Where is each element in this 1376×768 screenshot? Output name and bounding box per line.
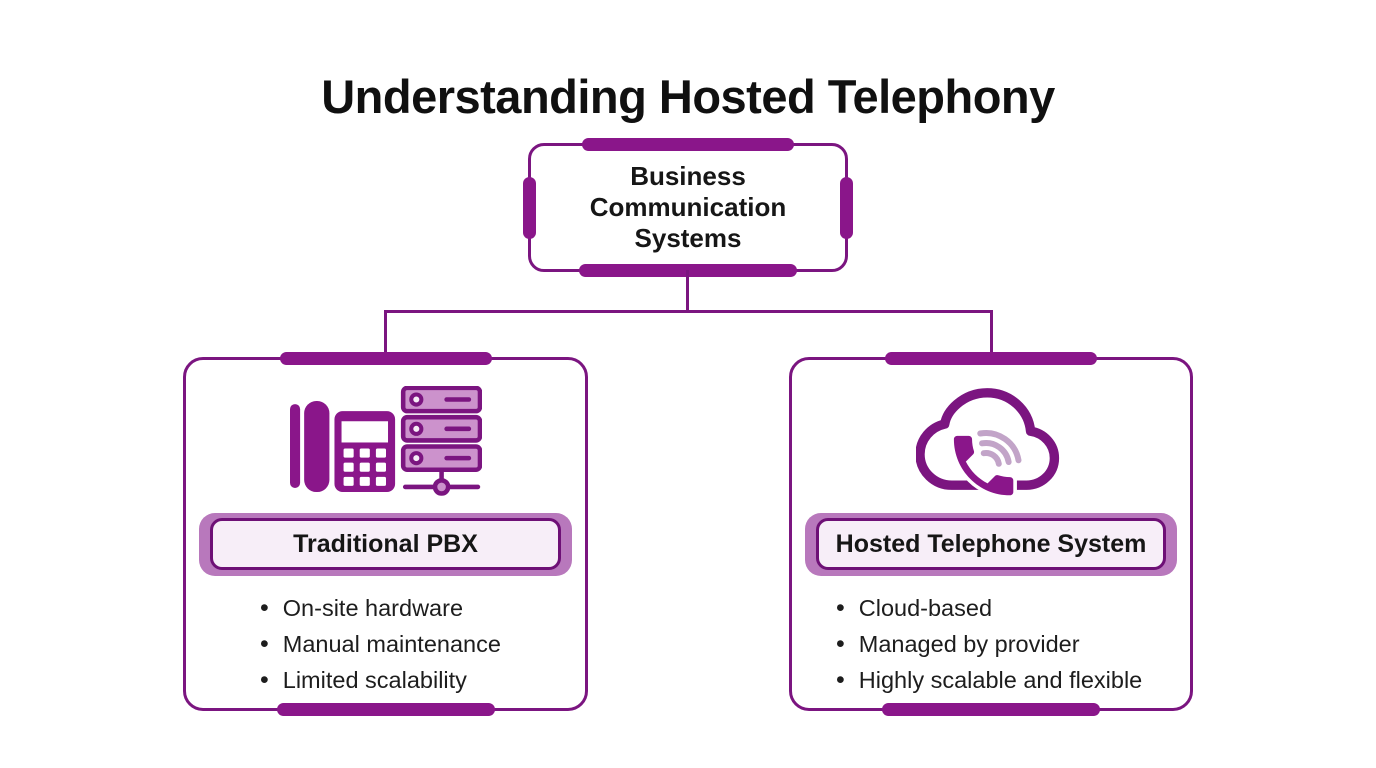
- root-node-business-communication-systems: Business Communication Systems: [523, 138, 853, 277]
- connector-line: [384, 310, 387, 359]
- accent-bar: [882, 703, 1100, 716]
- desk-phone-and-server-rack-icon: [289, 386, 482, 496]
- branch-label-pill: Traditional PBX: [199, 513, 572, 576]
- branch-bullet-list: On-site hardware Manual maintenance Limi…: [186, 593, 585, 701]
- branch-node-traditional-pbx: Traditional PBX On-site hardware Manual …: [183, 352, 588, 716]
- branch-label: Traditional PBX: [210, 518, 561, 570]
- bullet-item: Manual maintenance: [260, 629, 585, 659]
- accent-bar: [840, 176, 853, 239]
- branch-label: Hosted Telephone System: [816, 518, 1166, 570]
- connector-line: [384, 310, 993, 313]
- connector-line: [990, 310, 993, 359]
- root-node-label: Business Communication Systems: [589, 161, 787, 253]
- connector-line: [686, 270, 689, 313]
- bullet-item: Limited scalability: [260, 665, 585, 695]
- accent-bar: [885, 352, 1097, 365]
- accent-bar: [582, 138, 794, 151]
- accent-bar: [523, 176, 536, 239]
- bullet-item: Managed by provider: [836, 629, 1190, 659]
- branch-label-pill: Hosted Telephone System: [805, 513, 1177, 576]
- branch-bullet-list: Cloud-based Managed by provider Highly s…: [792, 593, 1190, 701]
- accent-bar: [276, 703, 495, 716]
- accent-bar: [279, 352, 492, 365]
- cloud-telephony-icon: [916, 388, 1060, 499]
- bullet-item: Cloud-based: [836, 593, 1190, 623]
- page-title: Understanding Hosted Telephony: [321, 70, 1055, 124]
- branch-node-hosted-telephone-system: Hosted Telephone System Cloud-based Mana…: [789, 352, 1193, 716]
- bullet-item: Highly scalable and flexible: [836, 665, 1190, 695]
- bullet-item: On-site hardware: [260, 593, 585, 623]
